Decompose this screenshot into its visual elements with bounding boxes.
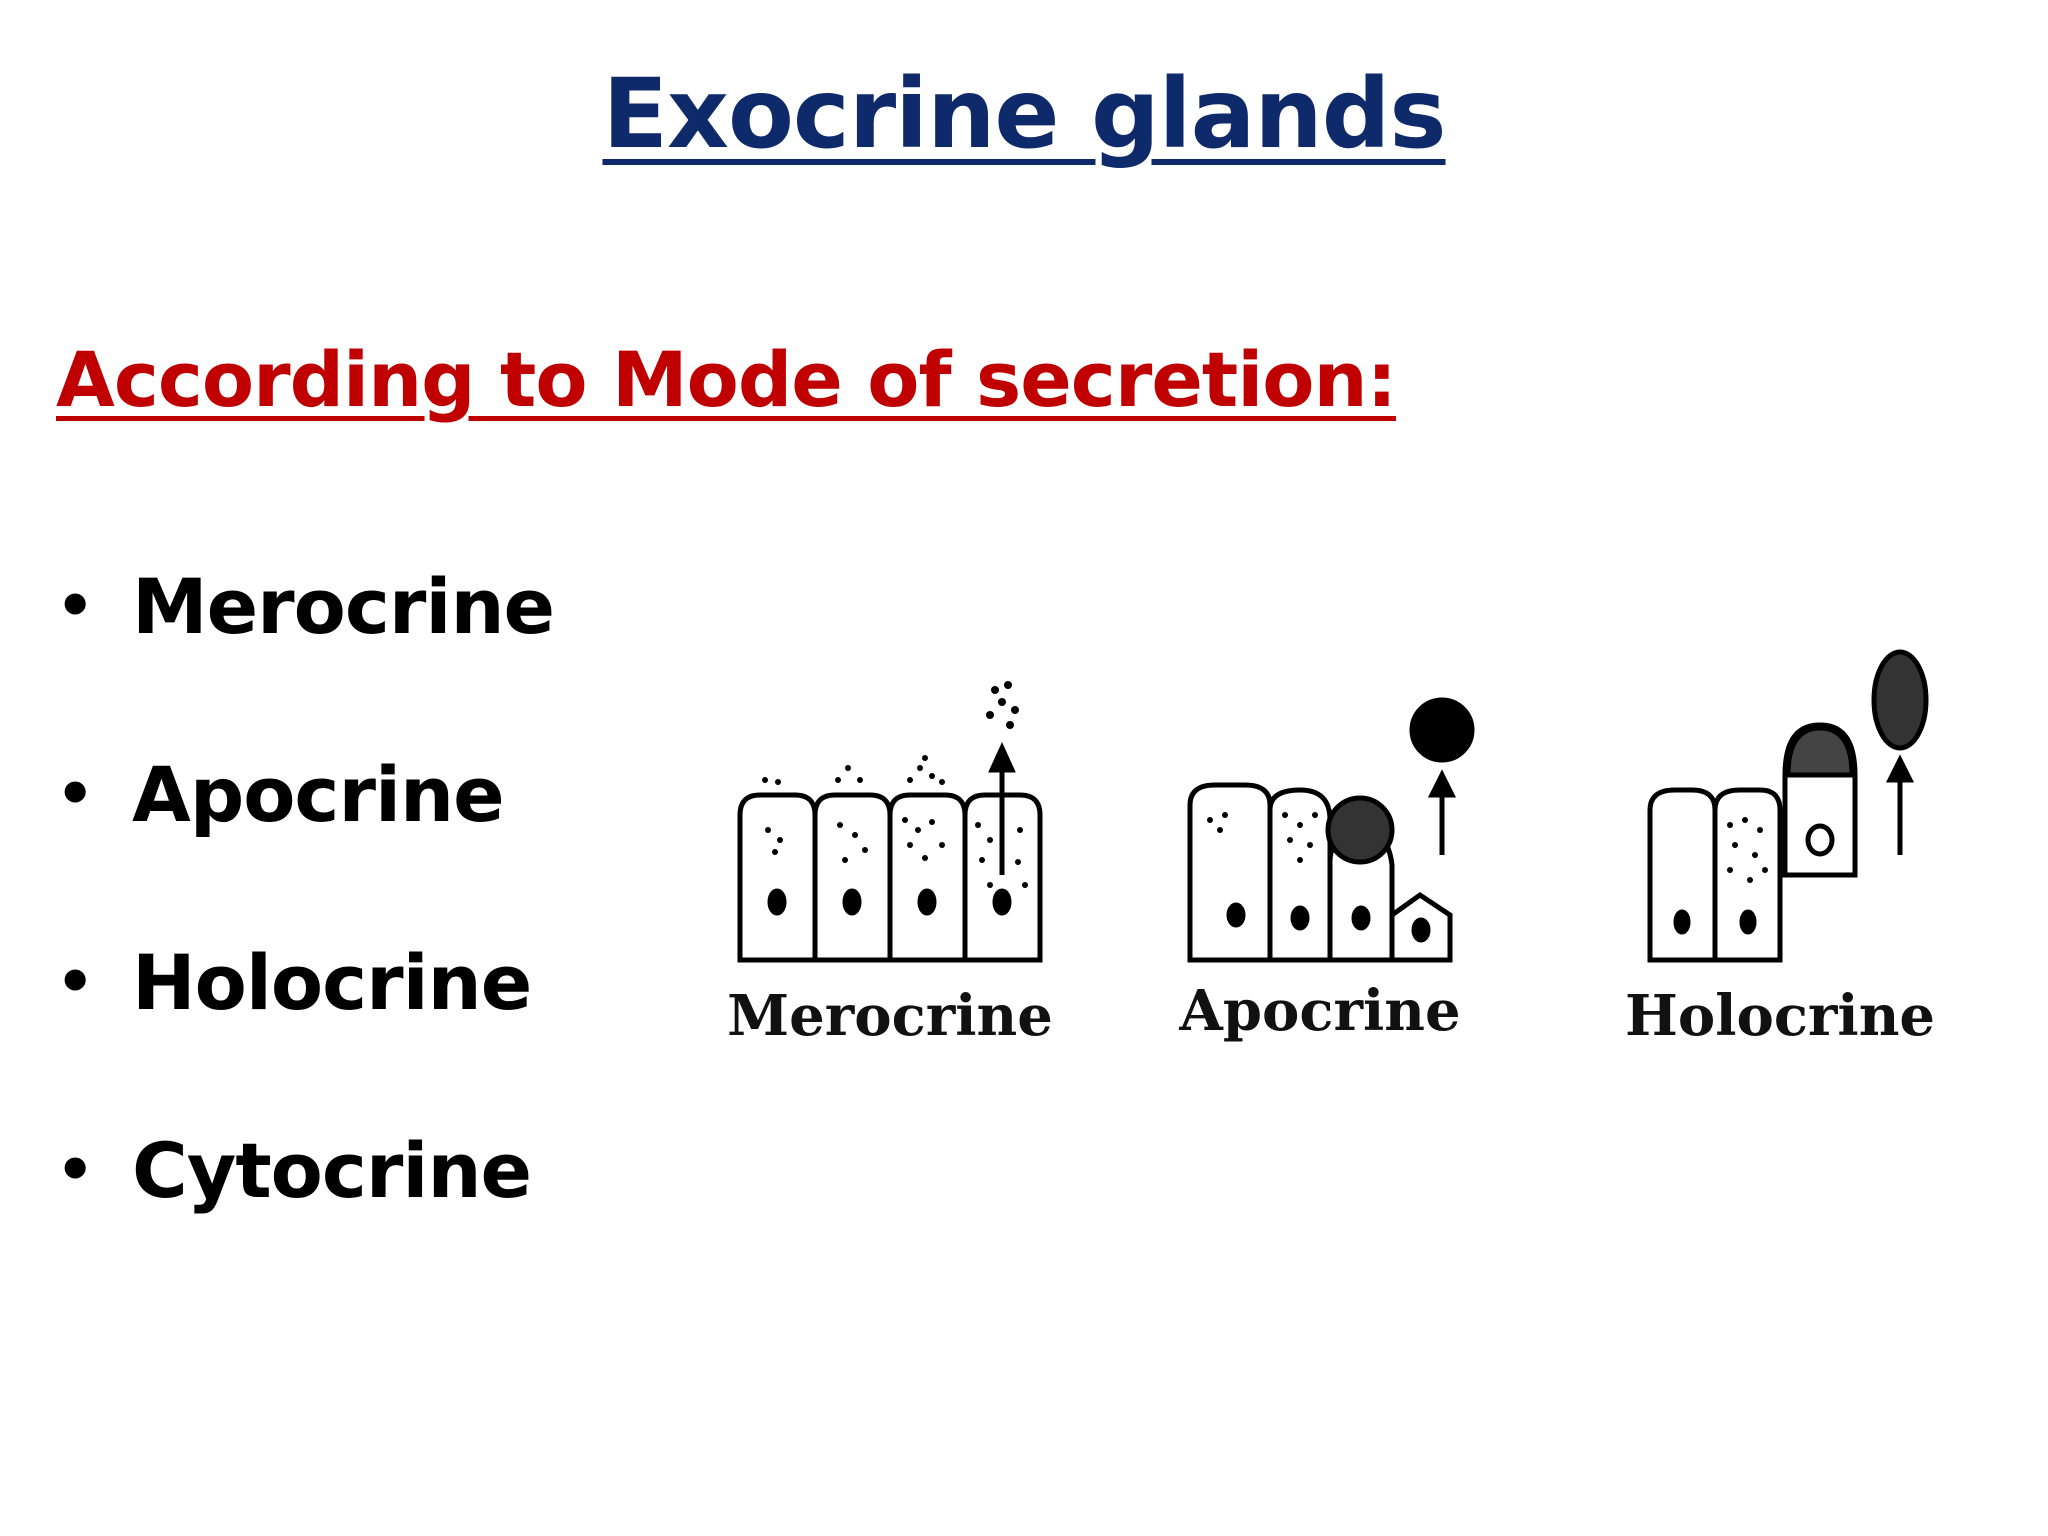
secretory-granules (762, 681, 1768, 888)
bullet-list: • Merocrine • Apocrine • Holocrine • Cytocri… (56, 512, 555, 1264)
bullet-icon: • (56, 759, 94, 829)
slide-title: Exocrine glands (602, 58, 1446, 170)
bullet-icon: • (56, 571, 94, 641)
apocrine-label: Apocrine (1178, 978, 1460, 1044)
bullet-icon: • (56, 1135, 94, 1205)
apocrine-cells (1187, 697, 1475, 963)
list-item-text: Cytocrine (132, 1125, 532, 1215)
holocrine-label: Holocrine (1625, 983, 1935, 1049)
merocrine-cells (737, 741, 1043, 963)
section-heading: According to Mode of secretion: (56, 335, 1397, 424)
list-item-text: Merocrine (132, 561, 555, 651)
list-item: • Apocrine (56, 700, 554, 888)
bullet-icon: • (56, 947, 94, 1017)
list-item: • Cytocrine (56, 1076, 554, 1264)
list-item: • Holocrine (56, 888, 554, 1076)
secretion-diagram: Merocrine Apocrine Holocrine (727, 649, 1935, 1049)
list-item-text: Apocrine (132, 749, 505, 839)
list-item-text: Holocrine (132, 937, 532, 1027)
holocrine-cells (1647, 649, 1929, 963)
list-item: • Merocrine (56, 512, 555, 700)
merocrine-label: Merocrine (727, 983, 1053, 1049)
